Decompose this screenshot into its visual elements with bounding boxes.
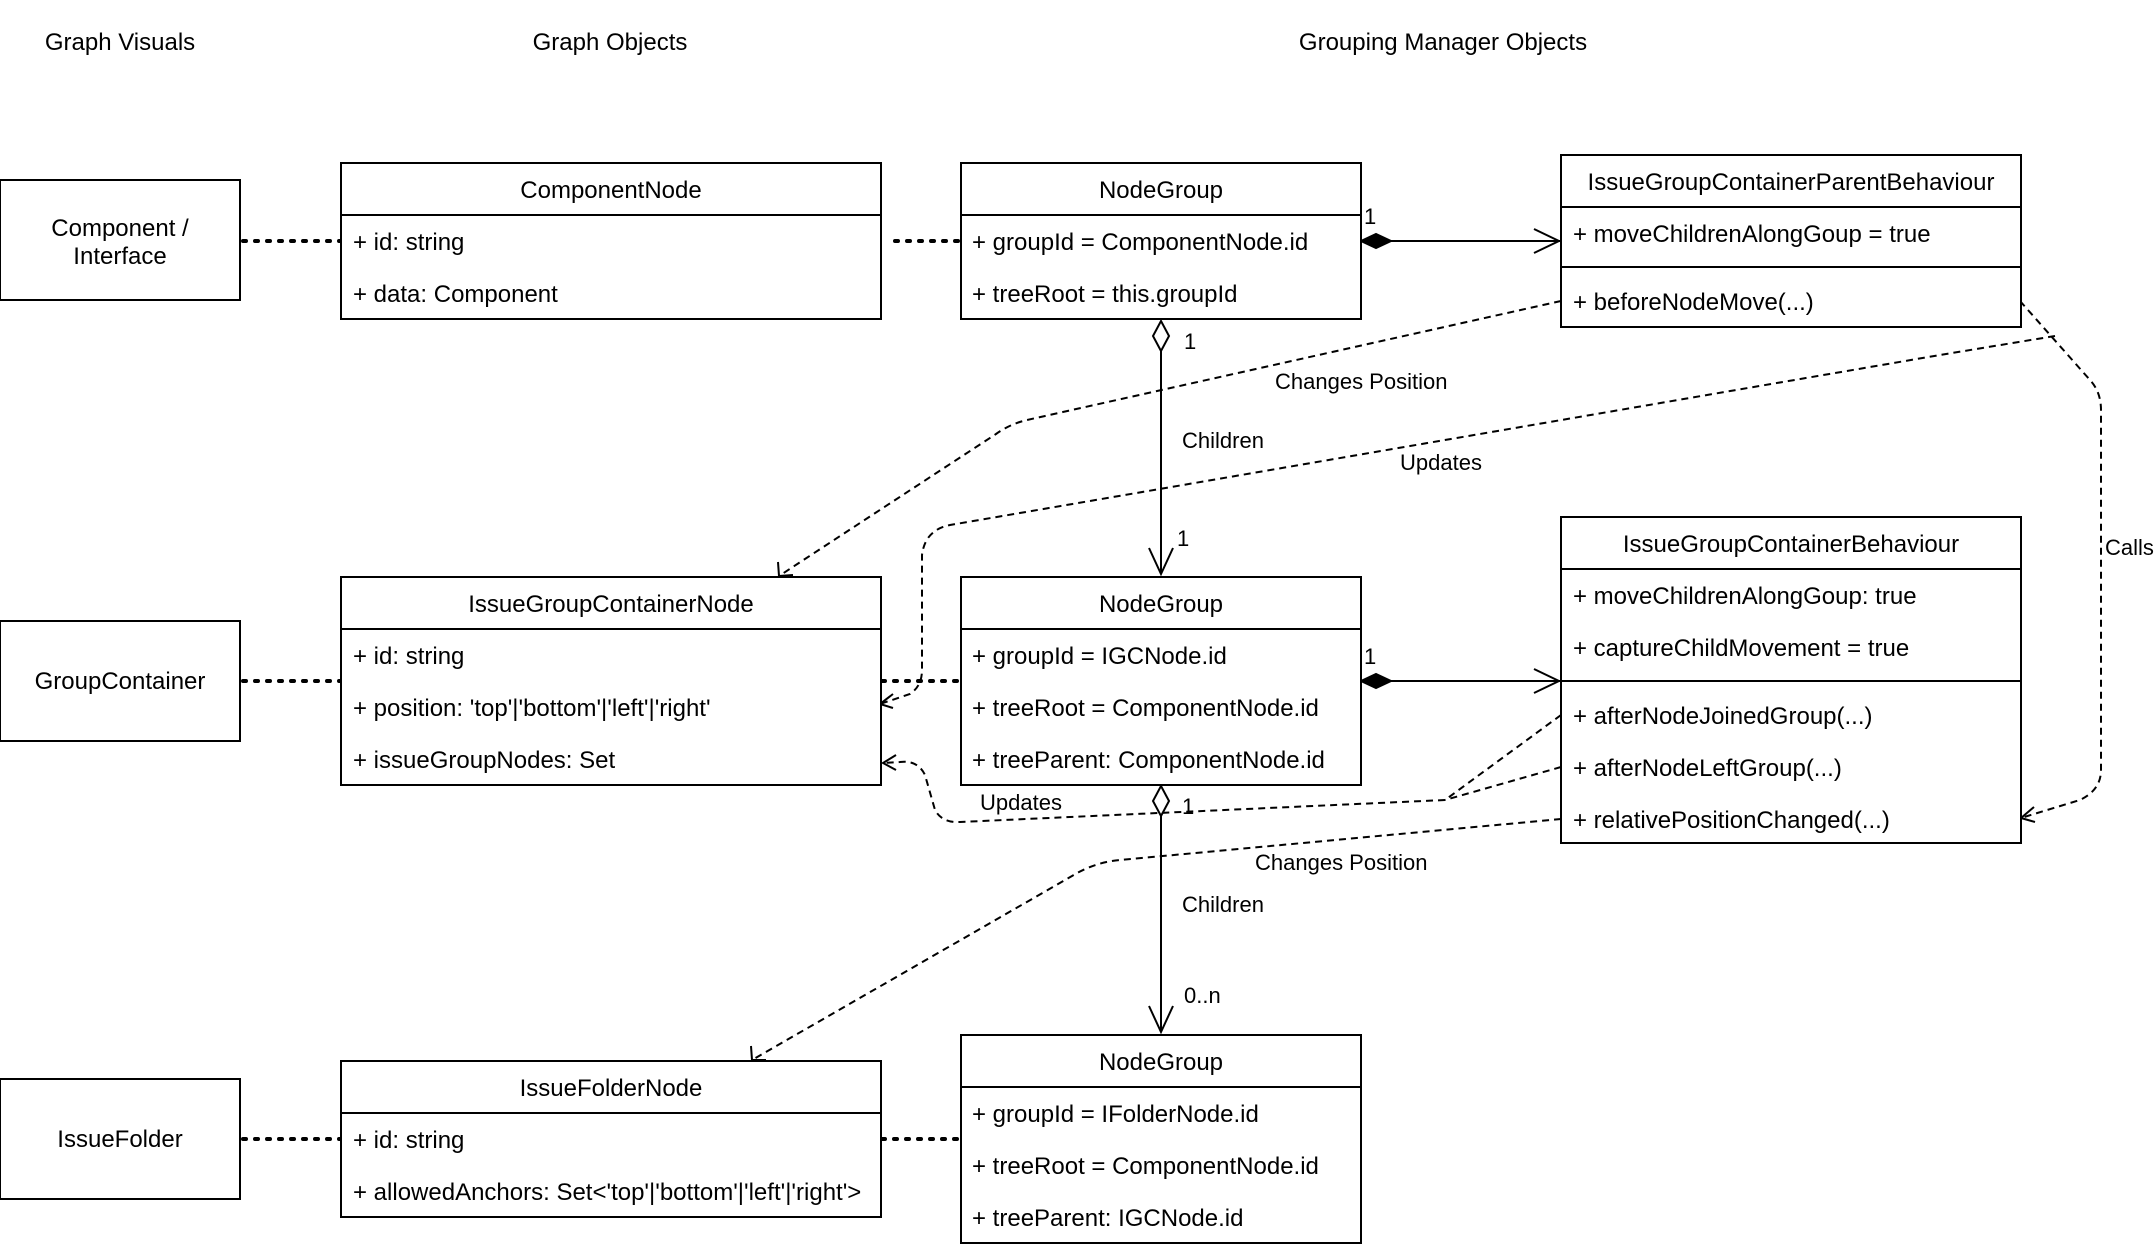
mult-composition-mid: 1 — [1364, 644, 1376, 669]
class-issue-group-container-node: IssueGroupContainerNode + id: string + p… — [340, 576, 882, 786]
svg-text:+ moveChildrenAlongGoup: true: + moveChildrenAlongGoup: true — [1573, 583, 1917, 610]
header-grouping-manager: Grouping Manager Objects — [1299, 29, 1587, 56]
header-graph-objects: Graph Objects — [533, 29, 688, 56]
class-component-node: ComponentNode + id: string + data: Compo… — [340, 162, 882, 320]
svg-text:+ groupId = IFolderNode.id: + groupId = IFolderNode.id — [972, 1101, 1259, 1128]
svg-text:+ id: string: + id: string — [353, 229, 464, 256]
svg-text:+ groupId = ComponentNode.id: + groupId = ComponentNode.id — [972, 229, 1308, 256]
visual-component-interface: Component / Interface — [0, 179, 241, 301]
svg-text:+ id: string: + id: string — [353, 1127, 464, 1154]
svg-text:+ id: string: + id: string — [353, 643, 464, 670]
svg-text:IssueGroupContainerParentBehav: IssueGroupContainerParentBehaviour — [1588, 169, 1995, 196]
aggregation-children-2 — [1148, 783, 1174, 1035]
updates-label-2: Updates — [980, 790, 1062, 815]
svg-text:+ treeRoot = this.groupId: + treeRoot = this.groupId — [972, 281, 1238, 308]
header-graph-visuals: Graph Visuals — [45, 29, 195, 56]
mult-children2-src: 1 — [1182, 794, 1194, 819]
mult-children2-dst: 0..n — [1184, 983, 1221, 1008]
svg-text:IssueFolder: IssueFolder — [57, 1126, 182, 1153]
composition-container-behaviour — [1358, 668, 1562, 694]
dep-changes-position-2 — [750, 818, 1562, 1061]
svg-text:+ allowedAnchors: Set<'top'|'b: + allowedAnchors: Set<'top'|'bottom'|'le… — [353, 1179, 861, 1206]
svg-text:IssueFolderNode: IssueFolderNode — [520, 1075, 703, 1102]
svg-text:NodeGroup: NodeGroup — [1099, 1049, 1223, 1076]
changes-position-label-2: Changes Position — [1255, 850, 1427, 875]
svg-text:+ groupId = IGCNode.id: + groupId = IGCNode.id — [972, 643, 1227, 670]
svg-text:+ moveChildrenAlongGoup = true: + moveChildrenAlongGoup = true — [1573, 221, 1931, 248]
svg-text:NodeGroup: NodeGroup — [1099, 177, 1223, 204]
svg-text:Component /: Component / — [51, 215, 189, 242]
mult-children1-dst: 1 — [1177, 526, 1189, 551]
class-node-group-2: NodeGroup + groupId = IGCNode.id + treeR… — [960, 576, 1362, 786]
children-label-1: Children — [1182, 428, 1264, 453]
svg-text:+ issueGroupNodes: Set: + issueGroupNodes: Set — [353, 747, 615, 774]
svg-text:+ afterNodeJoinedGroup(...): + afterNodeJoinedGroup(...) — [1573, 703, 1873, 730]
class-node-group-1: NodeGroup + groupId = ComponentNode.id +… — [960, 162, 1362, 320]
svg-text:+ relativePositionChanged(...): + relativePositionChanged(...) — [1573, 807, 1890, 834]
mult-composition-top: 1 — [1364, 204, 1376, 229]
svg-text:GroupContainer: GroupContainer — [35, 668, 206, 695]
children-label-2: Children — [1182, 892, 1264, 917]
dep-changes-position-1 — [777, 300, 1562, 578]
svg-text:+ treeRoot = ComponentNode.id: + treeRoot = ComponentNode.id — [972, 1153, 1319, 1180]
class-node-group-3: NodeGroup + groupId = IFolderNode.id + t… — [960, 1034, 1362, 1244]
dep-updates-2 — [880, 714, 1562, 824]
dep-calls — [2018, 300, 2102, 823]
svg-text:+ treeParent: ComponentNode.id: + treeParent: ComponentNode.id — [972, 747, 1325, 774]
svg-text:+ beforeNodeMove(...): + beforeNodeMove(...) — [1573, 289, 1814, 316]
mult-children1-src: 1 — [1184, 329, 1196, 354]
svg-text:+ captureChildMovement = true: + captureChildMovement = true — [1573, 635, 1909, 662]
calls-label: Calls — [2105, 535, 2154, 560]
svg-text:IssueGroupContainerBehaviour: IssueGroupContainerBehaviour — [1623, 531, 1959, 558]
svg-text:NodeGroup: NodeGroup — [1099, 591, 1223, 618]
svg-text:+ treeRoot = ComponentNode.id: + treeRoot = ComponentNode.id — [972, 695, 1319, 722]
changes-position-label-1: Changes Position — [1275, 369, 1447, 394]
updates-label-1: Updates — [1400, 450, 1482, 475]
class-container-behaviour: IssueGroupContainerBehaviour + moveChild… — [1560, 516, 2022, 844]
svg-text:+ data: Component: + data: Component — [353, 281, 558, 308]
visual-issue-folder: IssueFolder — [0, 1078, 241, 1200]
svg-text:+ treeParent: IGCNode.id: + treeParent: IGCNode.id — [972, 1205, 1243, 1232]
svg-text:+ afterNodeLeftGroup(...): + afterNodeLeftGroup(...) — [1573, 755, 1842, 782]
class-parent-behaviour: IssueGroupContainerParentBehaviour + mov… — [1560, 154, 2022, 328]
svg-text:Interface: Interface — [73, 243, 166, 270]
svg-text:+ position: 'top'|'bottom'|'le: + position: 'top'|'bottom'|'left'|'right… — [353, 695, 711, 722]
aggregation-children-1 — [1148, 318, 1174, 577]
visual-group-container: GroupContainer — [0, 620, 241, 742]
svg-text:IssueGroupContainerNode: IssueGroupContainerNode — [468, 591, 754, 618]
composition-parent-behaviour — [1358, 228, 1562, 254]
svg-text:ComponentNode: ComponentNode — [520, 177, 701, 204]
class-issue-folder-node: IssueFolderNode + id: string + allowedAn… — [340, 1060, 882, 1218]
